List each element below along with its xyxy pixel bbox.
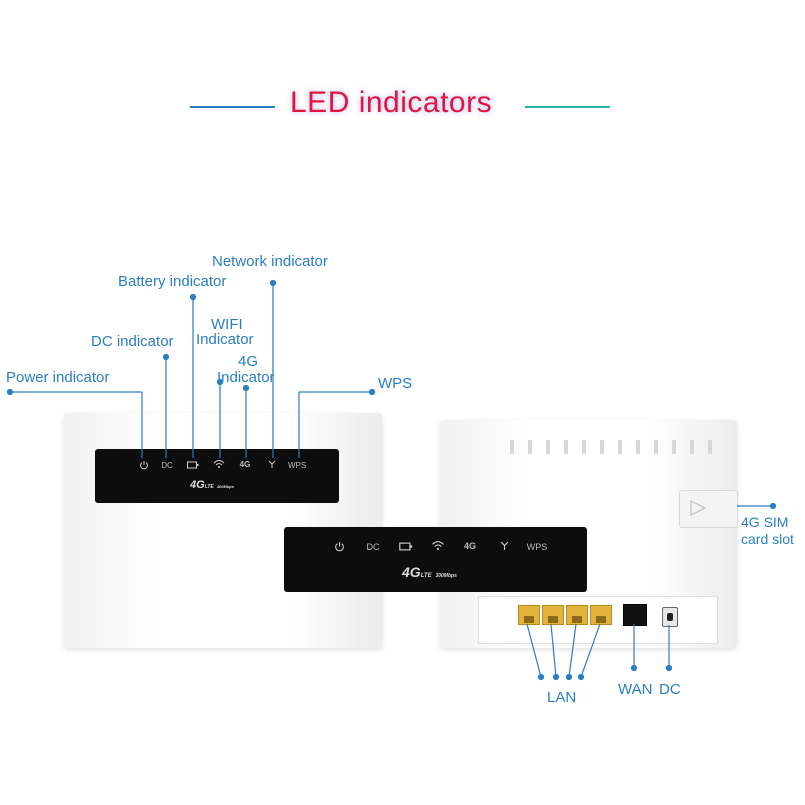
- label-lan: LAN: [547, 689, 577, 706]
- g4-mark-mid: 4G: [463, 541, 476, 551]
- label-network: Network indicator: [212, 253, 328, 270]
- wan-port: [623, 604, 647, 626]
- brand-lte-mid: LTE: [420, 573, 432, 579]
- brand-speed-mid: 300Mbps: [435, 573, 457, 579]
- battery-icon: [187, 461, 199, 469]
- dc-mark: DC: [161, 461, 173, 470]
- wifi-icon: [213, 460, 225, 468]
- lan-port-4: [590, 605, 612, 625]
- lan-port-3: [566, 605, 588, 625]
- brand-4g: 4G: [190, 479, 205, 491]
- lan-port-2: [542, 605, 564, 625]
- label-power: Power indicator: [6, 369, 110, 386]
- battery-icon: [399, 542, 413, 551]
- title-area: LED indicators: [0, 82, 805, 132]
- label-wps: WPS: [378, 375, 413, 392]
- label-wifi-2: Indicator: [196, 331, 254, 348]
- brand-speed: 300Mbps: [216, 484, 234, 489]
- sim-arrow-icon: [690, 499, 707, 517]
- sim-slot: [679, 490, 738, 528]
- power-icon: [140, 461, 148, 470]
- label-battery: Battery indicator: [118, 273, 227, 290]
- label-4g-1: 4G: [238, 353, 259, 370]
- dc-mark-mid: DC: [366, 542, 380, 552]
- title-line-right: [525, 106, 610, 108]
- label-dc-port: DC: [659, 681, 681, 698]
- led-panel-left: DC 4G WPS 4GLTE 300Mbps: [95, 449, 339, 503]
- label-dc: DC indicator: [91, 333, 174, 350]
- brand-lte: LTE: [204, 484, 214, 490]
- wps-mark-mid: WPS: [526, 542, 548, 552]
- led-panel-middle: DC 4G WPS 4GLTE 300Mbps: [284, 527, 587, 592]
- power-icon: [335, 542, 344, 552]
- network-icon: [500, 541, 509, 550]
- brand-4g-mid: 4G: [402, 564, 421, 580]
- brand-logo-mid: 4GLTE 300Mbps: [402, 564, 457, 580]
- page-title: LED indicators: [290, 86, 493, 119]
- g4-mark: 4G: [239, 460, 251, 469]
- title-line-left: [190, 106, 275, 108]
- wps-mark: WPS: [288, 461, 307, 470]
- label-wan: WAN: [618, 681, 653, 698]
- dc-port: [662, 607, 678, 627]
- vent-row: [510, 440, 720, 460]
- label-4g-2: Indicator: [217, 369, 275, 386]
- lan-port-1: [518, 605, 540, 625]
- label-sim-1: 4G SIM: [741, 514, 789, 530]
- brand-logo: 4GLTE 300Mbps: [190, 479, 234, 491]
- network-icon: [268, 460, 276, 468]
- wifi-icon: [432, 541, 444, 550]
- label-wifi-1: WIFI: [211, 316, 243, 333]
- label-sim-2: card slot: [741, 531, 794, 547]
